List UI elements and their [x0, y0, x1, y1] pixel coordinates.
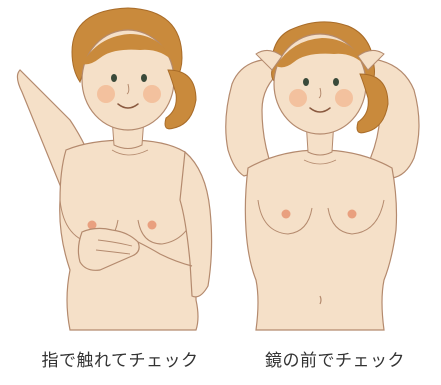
left-eye-right — [141, 74, 147, 82]
right-eye-left — [303, 78, 309, 86]
right-left-arm — [225, 59, 284, 177]
left-nipple-right — [147, 220, 157, 230]
left-examining-hand — [77, 227, 193, 271]
left-ponytail — [164, 69, 197, 130]
left-eye-left — [111, 74, 117, 82]
right-head — [255, 21, 389, 156]
left-cheek-left — [97, 85, 115, 103]
right-eye-right — [333, 78, 339, 86]
right-navel — [319, 295, 322, 305]
right-torso — [244, 149, 398, 331]
caption-mirror-check: 鏡の前でチェック — [265, 351, 405, 371]
caption-finger-check: 指で触れてチェック — [41, 351, 199, 371]
left-cheek-right — [143, 85, 161, 103]
left-right-arm — [179, 150, 213, 298]
right-nipple-right — [347, 209, 357, 219]
right-nipple-left — [281, 209, 291, 219]
left-head — [71, 7, 197, 149]
right-ponytail — [356, 73, 389, 134]
right-cheek-left — [289, 89, 307, 107]
left-nipple-left — [87, 220, 97, 230]
right-cheek-right — [335, 89, 353, 107]
